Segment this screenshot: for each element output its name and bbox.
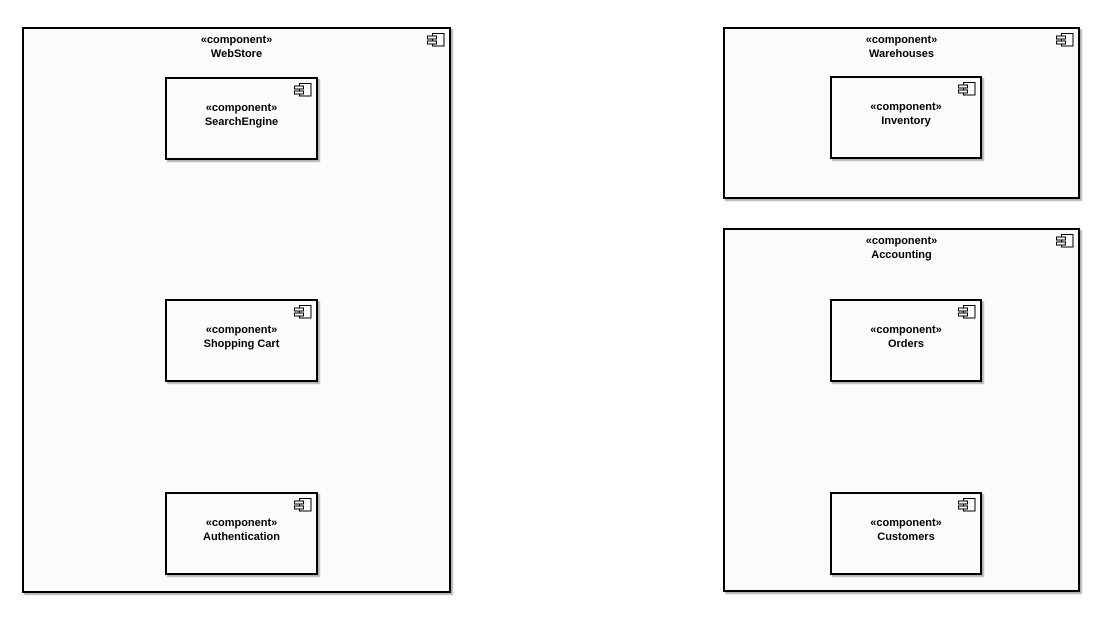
component-name: Authentication [203,530,280,543]
component-header: «component» WebStore [24,29,449,61]
component-box-inventory: «component» Inventory [830,76,982,159]
component-header: «component» Accounting [725,230,1078,262]
component-name: Orders [887,337,925,350]
component-name: Warehouses [868,48,934,60]
component-icon [1056,234,1074,248]
stereotype-label: «component» [205,323,278,336]
component-name: Shopping Cart [203,337,280,350]
component-box-searchengine: «component» SearchEngine [165,77,318,160]
component-box-authentication: «component» Authentication [165,492,318,575]
component-box-webstore: «component» WebStore «component» SearchE… [22,27,451,593]
stereotype-label: «component» [870,100,942,113]
component-icon [294,305,312,319]
component-name: Customers [877,530,935,543]
component-icon [294,83,312,97]
component-name: Accounting [871,249,932,261]
component-icon [958,305,976,319]
stereotype-label: «component» [870,323,942,336]
component-icon [427,33,445,47]
component-box-shopping-cart: «component» Shopping Cart [165,299,318,382]
stereotype-label: «component» [870,516,942,529]
component-icon [958,82,976,96]
component-box-warehouses: «component» Warehouses «component» Inven… [723,27,1080,199]
component-icon [958,498,976,512]
component-name: SearchEngine [204,115,279,128]
stereotype-label: «component» [865,235,938,247]
stereotype-label: «component» [200,34,273,46]
component-box-customers: «component» Customers [830,492,982,575]
component-box-accounting: «component» Accounting «component» Order… [723,228,1080,592]
stereotype-label: «component» [205,516,278,529]
component-name: Inventory [881,114,931,127]
component-header: «component» Warehouses [725,29,1078,61]
component-icon [294,498,312,512]
component-name: WebStore [210,48,263,60]
component-icon [1056,33,1074,47]
stereotype-label: «component» [865,34,938,46]
component-box-orders: «component» Orders [830,299,982,382]
stereotype-label: «component» [205,101,278,114]
